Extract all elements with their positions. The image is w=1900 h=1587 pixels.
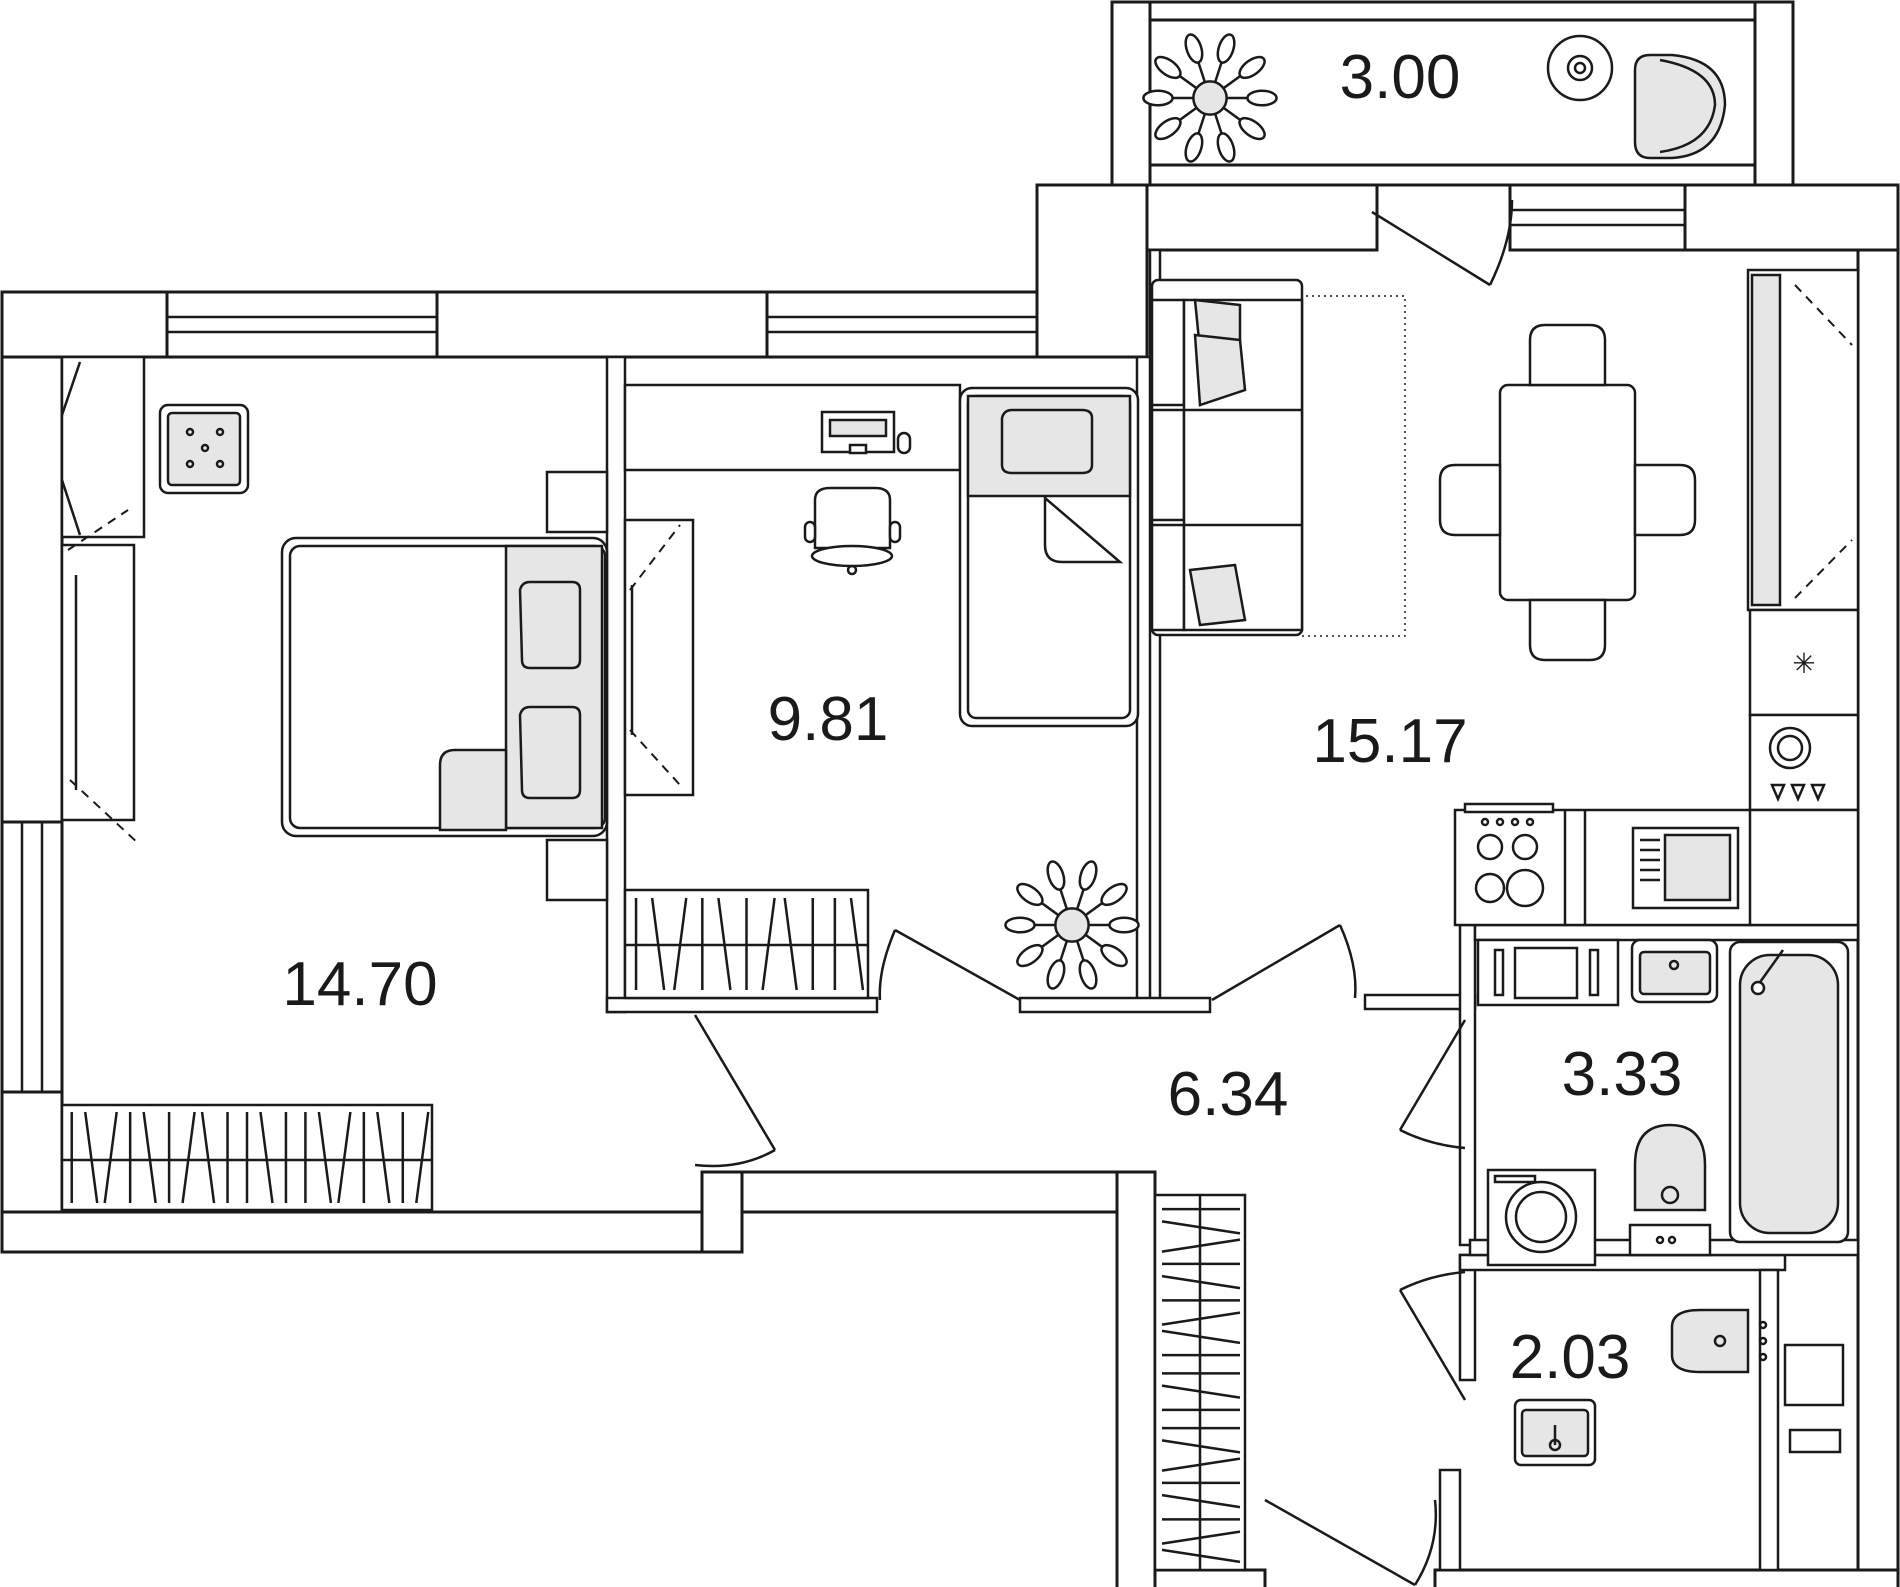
office-chair-icon xyxy=(813,486,892,550)
chair-icon xyxy=(1633,463,1697,537)
hallway-furniture xyxy=(1153,1193,1247,1572)
plant-icon xyxy=(1004,860,1140,990)
area-kids-room: 9.81 xyxy=(768,685,889,754)
doors xyxy=(693,199,1514,1587)
area-hallway: 6.34 xyxy=(1168,1060,1289,1129)
area-living-kitchen: 15.17 xyxy=(1312,707,1467,776)
wardrobe-icon xyxy=(60,543,136,822)
area-balcony: 3.00 xyxy=(1340,43,1461,112)
area-wc: 2.03 xyxy=(1510,1323,1631,1392)
bedroom-furniture xyxy=(60,355,609,1212)
wardrobe-icon xyxy=(60,355,146,539)
hob-icon xyxy=(1463,802,1555,814)
toilet-icon xyxy=(1633,1123,1707,1212)
area-bathroom: 3.33 xyxy=(1562,1040,1683,1109)
side-table-icon xyxy=(1546,34,1614,102)
wc-furniture xyxy=(1513,1308,1845,1467)
pillow-icon xyxy=(518,705,582,800)
desk-icon xyxy=(623,383,962,472)
bathroom-furniture xyxy=(1476,938,1850,1267)
chair-icon xyxy=(1528,323,1607,387)
pillow-icon xyxy=(518,580,582,670)
plant-icon xyxy=(1142,33,1278,163)
area-bedroom: 14.70 xyxy=(282,950,437,1019)
kids-room-furniture xyxy=(623,383,1140,1000)
toilet-icon xyxy=(1670,1308,1750,1374)
wardrobe-icon xyxy=(623,518,695,797)
chair-icon xyxy=(1438,463,1502,537)
balcony-furniture xyxy=(1546,34,1727,160)
fridge-icon xyxy=(1748,608,1860,717)
chair-icon xyxy=(1528,598,1607,662)
cabinet-icon xyxy=(1783,1343,1845,1407)
living-furniture: ✳ xyxy=(1150,268,1860,927)
dining-table-icon xyxy=(1498,383,1637,602)
pillow-icon xyxy=(1000,408,1094,475)
mouse-icon xyxy=(896,431,912,455)
svg-text:✳: ✳ xyxy=(1792,647,1815,680)
